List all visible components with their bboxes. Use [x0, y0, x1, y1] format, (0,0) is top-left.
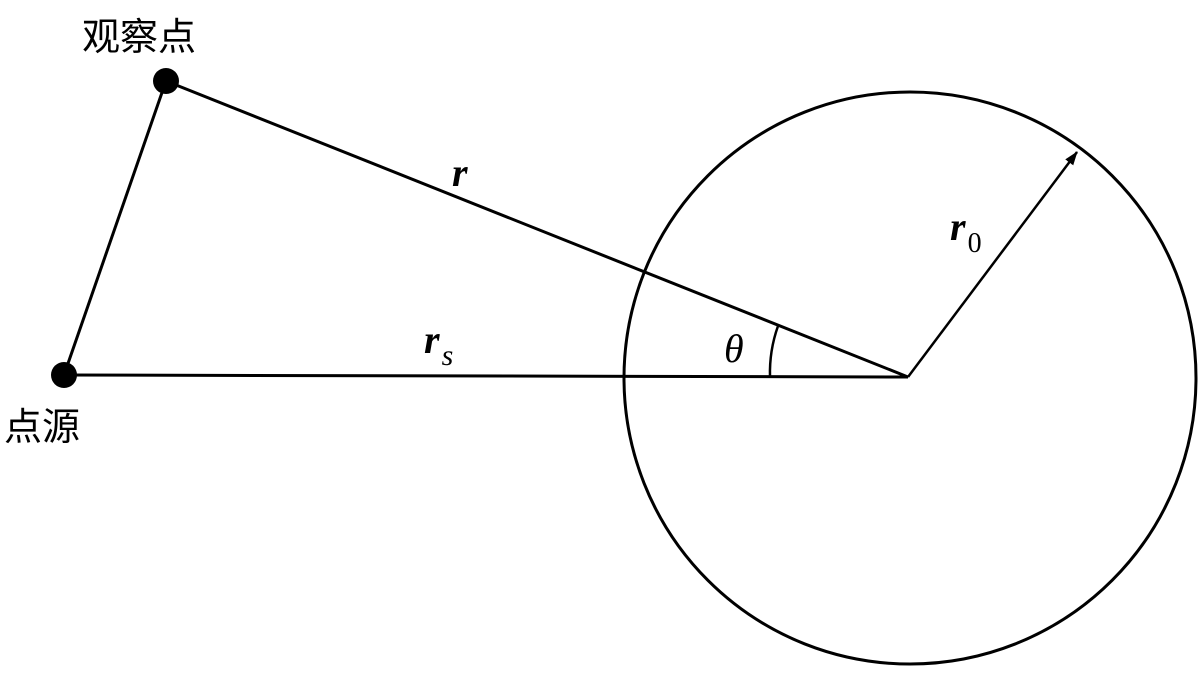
r-vector-line [165, 79, 909, 379]
observation-point-dot [153, 68, 179, 94]
rs-label-sub: s [442, 339, 454, 372]
sphere-circle [622, 90, 1198, 666]
point-source-dot [51, 362, 77, 388]
theta-label: θ [724, 326, 744, 371]
theta-angle-arc [768, 325, 780, 378]
r0-label: r0 [950, 204, 982, 259]
rs-vector-line [63, 373, 909, 379]
r0-radius-arrow [907, 151, 1078, 378]
r-label: r [452, 150, 468, 195]
rs-label-main: r [424, 317, 440, 362]
r0-label-main: r [950, 204, 966, 249]
point-source-label: 点源 [4, 405, 80, 449]
rs-label: rs [424, 317, 453, 372]
source-to-observer-line [62, 80, 168, 376]
r0-label-sub: 0 [968, 228, 982, 259]
observation-point-label: 观察点 [82, 15, 196, 59]
